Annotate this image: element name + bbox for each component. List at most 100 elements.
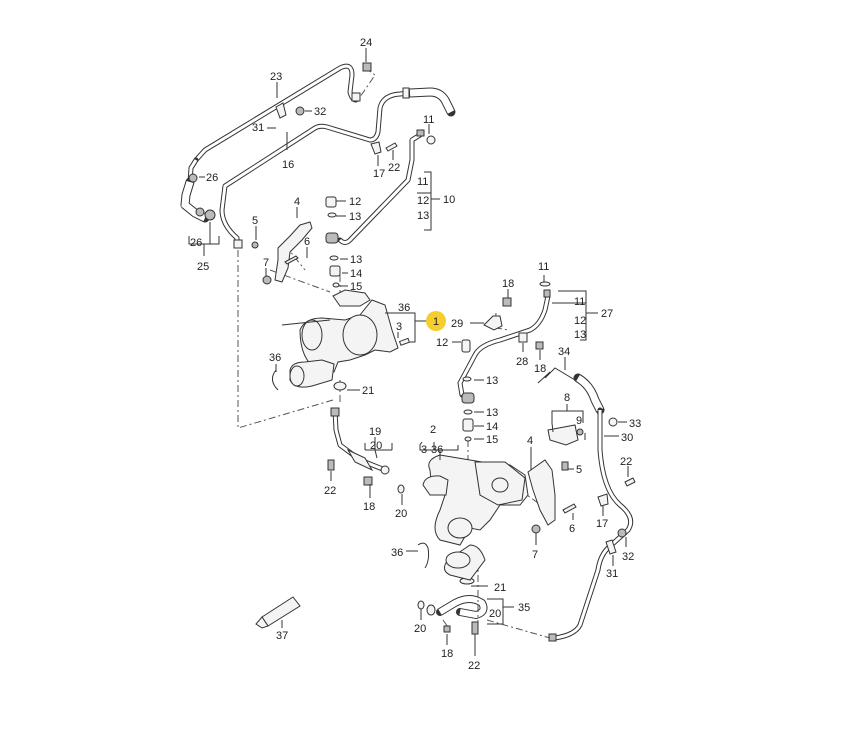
callout-9[interactable]: 9 [576,415,582,427]
callout-10-sub-12[interactable]: 12 [417,195,429,207]
callout-22d[interactable]: 22 [468,660,480,672]
callout-4[interactable]: 4 [294,196,300,208]
callout-31b[interactable]: 31 [606,568,618,580]
oil-pipe-23 [187,63,359,185]
callout-2-sub-3[interactable]: 3 [421,444,427,456]
callout-13[interactable]: 13 [349,211,361,223]
callout-32[interactable]: 32 [314,106,326,118]
clamp-17-icon [597,493,609,507]
callout-19-sub-20[interactable]: 20 [370,440,382,452]
callout-35-sub-20[interactable]: 20 [489,608,501,620]
clip-36-icon [417,542,430,569]
callout-19[interactable]: 19 [369,426,381,438]
callout-18c[interactable]: 18 [363,501,375,513]
callout-2-sub-36[interactable]: 36 [431,444,443,456]
callout-13b[interactable]: 13 [350,254,362,266]
oil-pipe-19 [330,407,405,494]
clip-36-icon [272,369,279,391]
callout-11[interactable]: 11 [423,114,434,126]
callout-31[interactable]: 31 [252,122,264,134]
callout-15b[interactable]: 15 [486,434,498,446]
callout-18d[interactable]: 18 [441,648,453,660]
callout-22b[interactable]: 22 [620,456,632,468]
washer-13-icon [329,255,339,261]
callout-26[interactable]: 26 [206,172,218,184]
bracket-29-icon [483,315,503,331]
bracket-4-upper [251,221,313,285]
callout-25-sub-26[interactable]: 26 [190,237,202,249]
callout-29[interactable]: 29 [451,318,463,330]
callout-5[interactable]: 5 [252,215,258,227]
callout-13d[interactable]: 13 [486,407,498,419]
callout-18b[interactable]: 18 [534,363,546,375]
turbo-flange-icon [332,289,371,307]
clamp-31-icon [605,539,617,555]
callout-17b[interactable]: 17 [596,518,608,530]
callout-27-sub-11[interactable]: 11 [574,296,585,308]
callout-7b[interactable]: 7 [532,549,538,561]
callout-2[interactable]: 2 [430,424,436,436]
callout-27-sub-13[interactable]: 13 [574,329,586,341]
callout-3[interactable]: 3 [396,321,402,333]
callout-32b[interactable]: 32 [622,551,634,563]
callout-22[interactable]: 22 [388,162,400,174]
callout-12b[interactable]: 12 [436,337,448,349]
callout-22c[interactable]: 22 [324,485,336,497]
callout-28[interactable]: 28 [516,356,528,368]
oil-pipe-27 [457,281,551,398]
nut-7-icon [262,275,272,285]
callout-20b[interactable]: 20 [395,508,407,520]
callout-27[interactable]: 27 [601,308,613,320]
bolt-5-icon [251,241,259,249]
o-ring-11-icon [426,135,436,145]
callout-13c[interactable]: 13 [486,375,498,387]
callout-17[interactable]: 17 [373,168,385,180]
seal-15-icon [464,436,472,442]
bolt-24-icon [362,62,372,72]
washer-13-icon [327,212,337,218]
clamp-31-icon [275,102,287,119]
callout-8[interactable]: 8 [564,392,570,404]
callout-14b[interactable]: 14 [486,421,498,433]
callout-10-sub-13[interactable]: 13 [417,210,429,222]
callout-27-sub-12[interactable]: 12 [574,315,586,327]
highlighted-callout-marker[interactable] [426,311,446,331]
callout-36b[interactable]: 36 [269,352,281,364]
fitting-icon [351,92,361,102]
callout-15[interactable]: 15 [350,281,362,293]
callout-34[interactable]: 34 [558,346,570,358]
callout-33[interactable]: 33 [629,418,641,430]
callout-24[interactable]: 24 [360,37,372,49]
callout-10[interactable]: 10 [443,194,455,206]
banjo-fitting-icon [325,232,339,244]
washer-13-icon [462,376,472,382]
banjo-bolt-12-icon [461,339,471,353]
callout-5b[interactable]: 5 [576,464,582,476]
clip-28-icon [518,332,528,343]
bolt-18-icon [443,625,451,633]
callout-30[interactable]: 30 [621,432,633,444]
callout-12[interactable]: 12 [349,196,361,208]
stud-3-icon [398,337,411,346]
bolt-18-icon [363,476,373,486]
callout-18[interactable]: 18 [502,278,514,290]
callout-6[interactable]: 6 [304,236,310,248]
callout-36[interactable]: 36 [398,302,410,314]
callout-23[interactable]: 23 [270,71,282,83]
callout-21b[interactable]: 21 [494,582,506,594]
callout-6b[interactable]: 6 [569,523,575,535]
callout-4b[interactable]: 4 [527,435,533,447]
clip-9-icon [576,428,584,436]
callout-14[interactable]: 14 [350,268,362,280]
callout-37[interactable]: 37 [276,630,288,642]
callout-36c[interactable]: 36 [391,547,403,559]
callout-10-sub-11[interactable]: 11 [417,176,428,188]
callout-35[interactable]: 35 [518,602,530,614]
callout-7[interactable]: 7 [263,257,269,269]
callout-11b[interactable]: 11 [538,261,549,273]
callout-25[interactable]: 25 [197,261,209,273]
callout-16[interactable]: 16 [282,159,294,171]
callout-21[interactable]: 21 [362,385,374,397]
callout-1[interactable]: 1 [433,316,439,328]
callout-20d[interactable]: 20 [414,623,426,635]
